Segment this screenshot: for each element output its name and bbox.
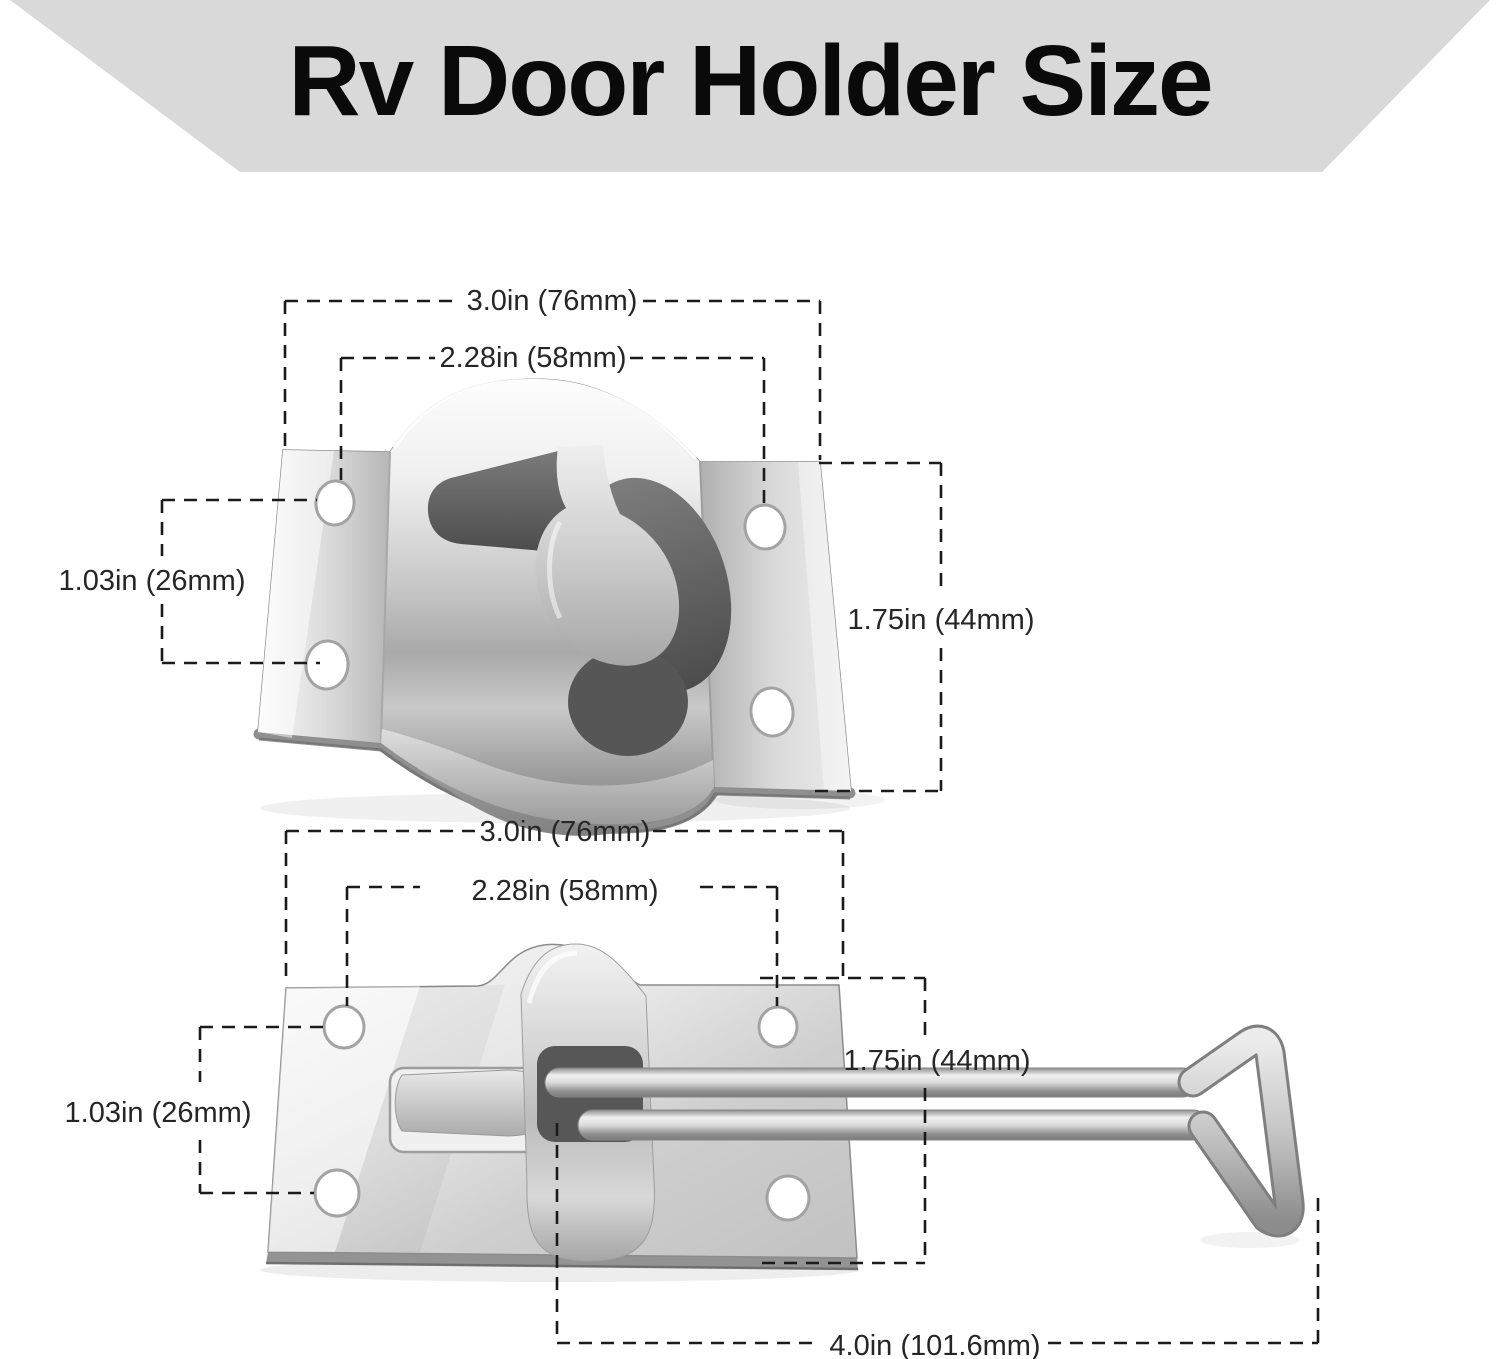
holder-hole-offset-label: 1.03in (26mm) [65, 1097, 252, 1129]
dimension-line-hole-offset [198, 1025, 323, 1195]
dimension-line-hole-offset [160, 498, 320, 665]
dimension-line-length [555, 1123, 1320, 1345]
hook-triangle-loop [1180, 1027, 1302, 1235]
plate-bottom-lip [266, 1252, 858, 1269]
bridge-top-highlight [390, 371, 700, 460]
catch-tongue [535, 445, 680, 666]
dimension-line-hole-span [339, 356, 766, 504]
sheen-highlight [268, 986, 420, 1252]
hook-rod-lower [577, 1109, 1209, 1141]
sheen-highlight [258, 450, 334, 738]
bracket-hole-span-label: 2.28in (58mm) [440, 342, 627, 374]
bridge-roll-edge [381, 729, 714, 825]
tongue-highlight [547, 520, 563, 620]
under-bridge-shadow [568, 648, 688, 756]
mounting-hole [313, 1168, 361, 1218]
bracket-width-label: 3.0in (76mm) [467, 285, 638, 317]
page-title: Rv Door Holder Size [288, 25, 1213, 137]
sheen-highlight [798, 462, 851, 791]
bracket-right-flange [700, 462, 851, 791]
holder-hole-span-label: 2.28in (58mm) [472, 875, 659, 907]
bracket-height-label: 1.75in (44mm) [848, 604, 1035, 636]
dimension-line-width [284, 829, 845, 985]
bridge-seam [380, 451, 391, 744]
hump-highlight [526, 950, 578, 1004]
mounting-hole [765, 1174, 811, 1222]
mounting-hole [743, 503, 787, 551]
dimension-line-width [283, 299, 822, 460]
mounting-hole [757, 1005, 799, 1049]
holder-length-label: 4.0in (101.6mm) [829, 1330, 1040, 1359]
plate-bottom-lip-shade [265, 1261, 859, 1271]
mounting-hole [749, 686, 795, 738]
dimension-line-height [760, 976, 927, 1265]
holder-height-label: 1.75in (44mm) [844, 1045, 1031, 1077]
title-banner: Rv Door Holder Size [10, 0, 1490, 172]
diagram-bracket: 3.0in (76mm) 2.28in (58mm) 1.03in (26mm)… [59, 285, 1035, 836]
mounting-hole [322, 1004, 366, 1050]
diagram-holder: 3.0in (76mm) 2.28in (58mm) 1.03in (26mm)… [65, 816, 1320, 1359]
bracket-hole-offset-label: 1.03in (26mm) [59, 565, 246, 597]
holder-width-label: 3.0in (76mm) [480, 816, 651, 848]
